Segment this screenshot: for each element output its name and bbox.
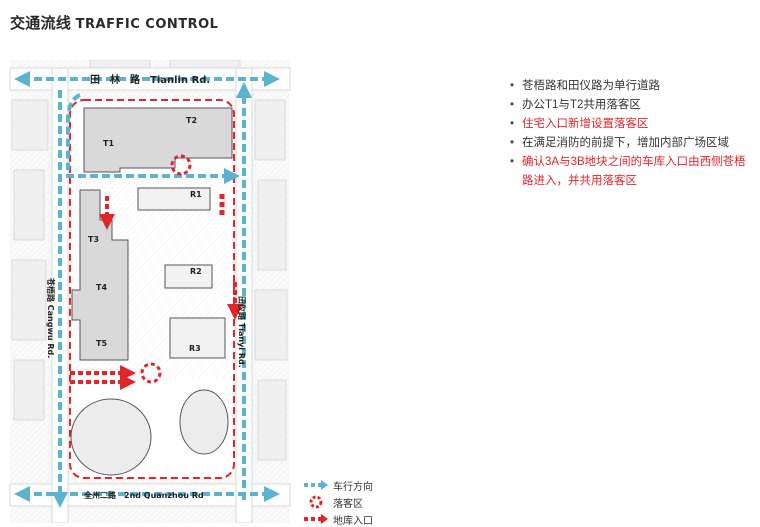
legend-traffic-arrow-icon xyxy=(304,480,328,490)
label-t3: T3 xyxy=(88,235,99,244)
title-cn: 交通流线 xyxy=(10,15,72,32)
building-t1-t2 xyxy=(83,107,233,173)
context-buildings xyxy=(11,60,288,461)
legend-garage-label: 地库入口 xyxy=(333,516,373,527)
road-name-top: 田 林 路 Tianlin Rd. xyxy=(90,73,210,86)
label-t4: T4 xyxy=(96,283,107,292)
site-plan: T1 T2 T3 T4 T5 R1 R2 R3 田 林 路 Tianlin Rd… xyxy=(9,60,291,523)
legend-dropoff-icon xyxy=(309,495,323,509)
road-name-left: 苍梧路 Cangwu Rd. xyxy=(46,277,56,358)
title-en: TRAFFIC CONTROL xyxy=(75,17,219,32)
notes-list: 苍梧路和田仪路为单行道路 办公T1与T2共用落客区 住宅入口新增设置落客区 在满… xyxy=(510,77,755,191)
page-title: 交通流线 TRAFFIC CONTROL xyxy=(10,12,218,33)
label-t2: T2 xyxy=(186,116,197,125)
note-item-highlight: 确认3A与3B地块之间的车库入口由西侧苍梧路进入，并共用落客区 xyxy=(510,153,755,191)
note-item: 办公T1与T2共用落客区 xyxy=(510,96,755,115)
building-r3 xyxy=(169,317,226,359)
label-t5: T5 xyxy=(96,339,107,348)
traffic-arrows xyxy=(14,71,280,508)
road-name-right: 田仪路 Tianyi Rd. xyxy=(237,296,247,368)
legend-dropoff-label: 落客区 xyxy=(333,499,363,510)
building-labels: T1 T2 T3 T4 T5 R1 R2 R3 xyxy=(88,116,202,353)
legend-garage-icon xyxy=(304,514,328,524)
park-oval-small xyxy=(179,389,229,455)
garage-entrances xyxy=(70,194,243,390)
note-item: 在满足消防的前提下，增加内部广场区域 xyxy=(510,134,755,153)
building-r1 xyxy=(137,187,211,211)
park-oval-large xyxy=(70,398,152,476)
buildings xyxy=(70,107,233,476)
note-item: 苍梧路和田仪路为单行道路 xyxy=(510,77,755,96)
label-r1: R1 xyxy=(190,190,202,199)
dropoff-t1-t2 xyxy=(170,154,192,176)
road-name-bottom: 全州二路 2nd Quanzhou Rd xyxy=(83,490,204,500)
label-t1: T1 xyxy=(103,139,114,148)
building-r2 xyxy=(164,264,213,289)
label-r2: R2 xyxy=(190,267,202,276)
label-r3: R3 xyxy=(189,344,201,353)
note-item-highlight: 住宅入口新增设置落客区 xyxy=(510,115,755,134)
dropoff-markers xyxy=(140,154,192,384)
legend-traffic-label: 车行方向 xyxy=(333,482,373,493)
dropoff-t5 xyxy=(140,362,162,384)
